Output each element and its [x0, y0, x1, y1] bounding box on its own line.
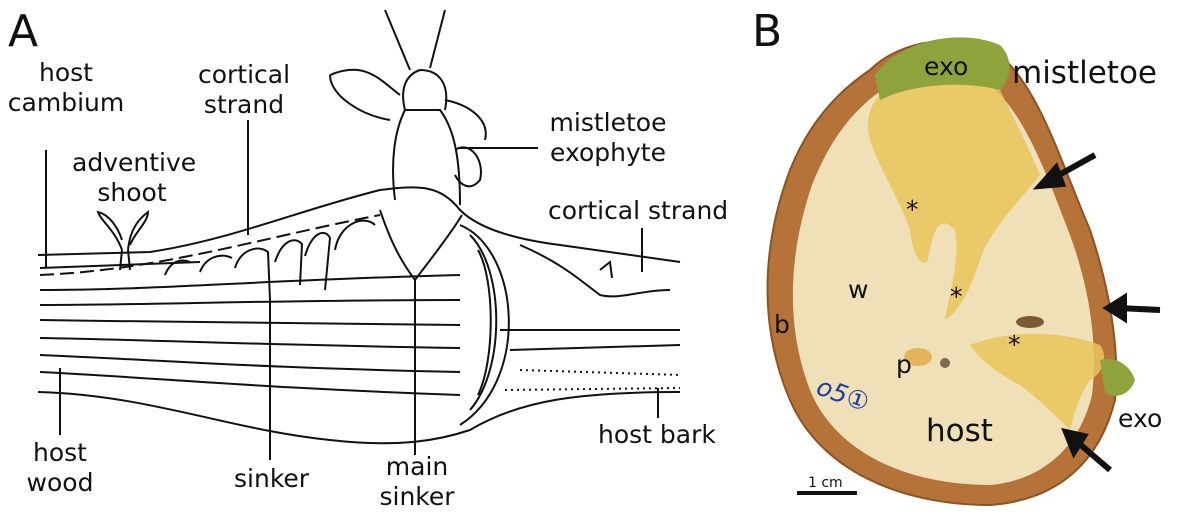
exo-top-label: exo: [924, 52, 968, 82]
host-label: host: [926, 416, 993, 446]
wood-knot: [1016, 316, 1044, 328]
asterisk-2: *: [950, 282, 963, 312]
pith: [940, 358, 950, 368]
scale-label: 1 cm: [808, 468, 843, 498]
panel-b-letter: B: [752, 10, 782, 54]
wood-w-label: w: [848, 275, 868, 305]
asterisk-3: *: [1008, 330, 1021, 360]
exo-right-label: exo: [1118, 404, 1162, 434]
asterisk-1: *: [906, 195, 919, 225]
bark-b-label: b: [774, 310, 790, 340]
exophyte-right: [1100, 359, 1135, 396]
mistletoe-label: mistletoe: [1012, 58, 1157, 88]
pith-p-label: p: [896, 350, 912, 380]
